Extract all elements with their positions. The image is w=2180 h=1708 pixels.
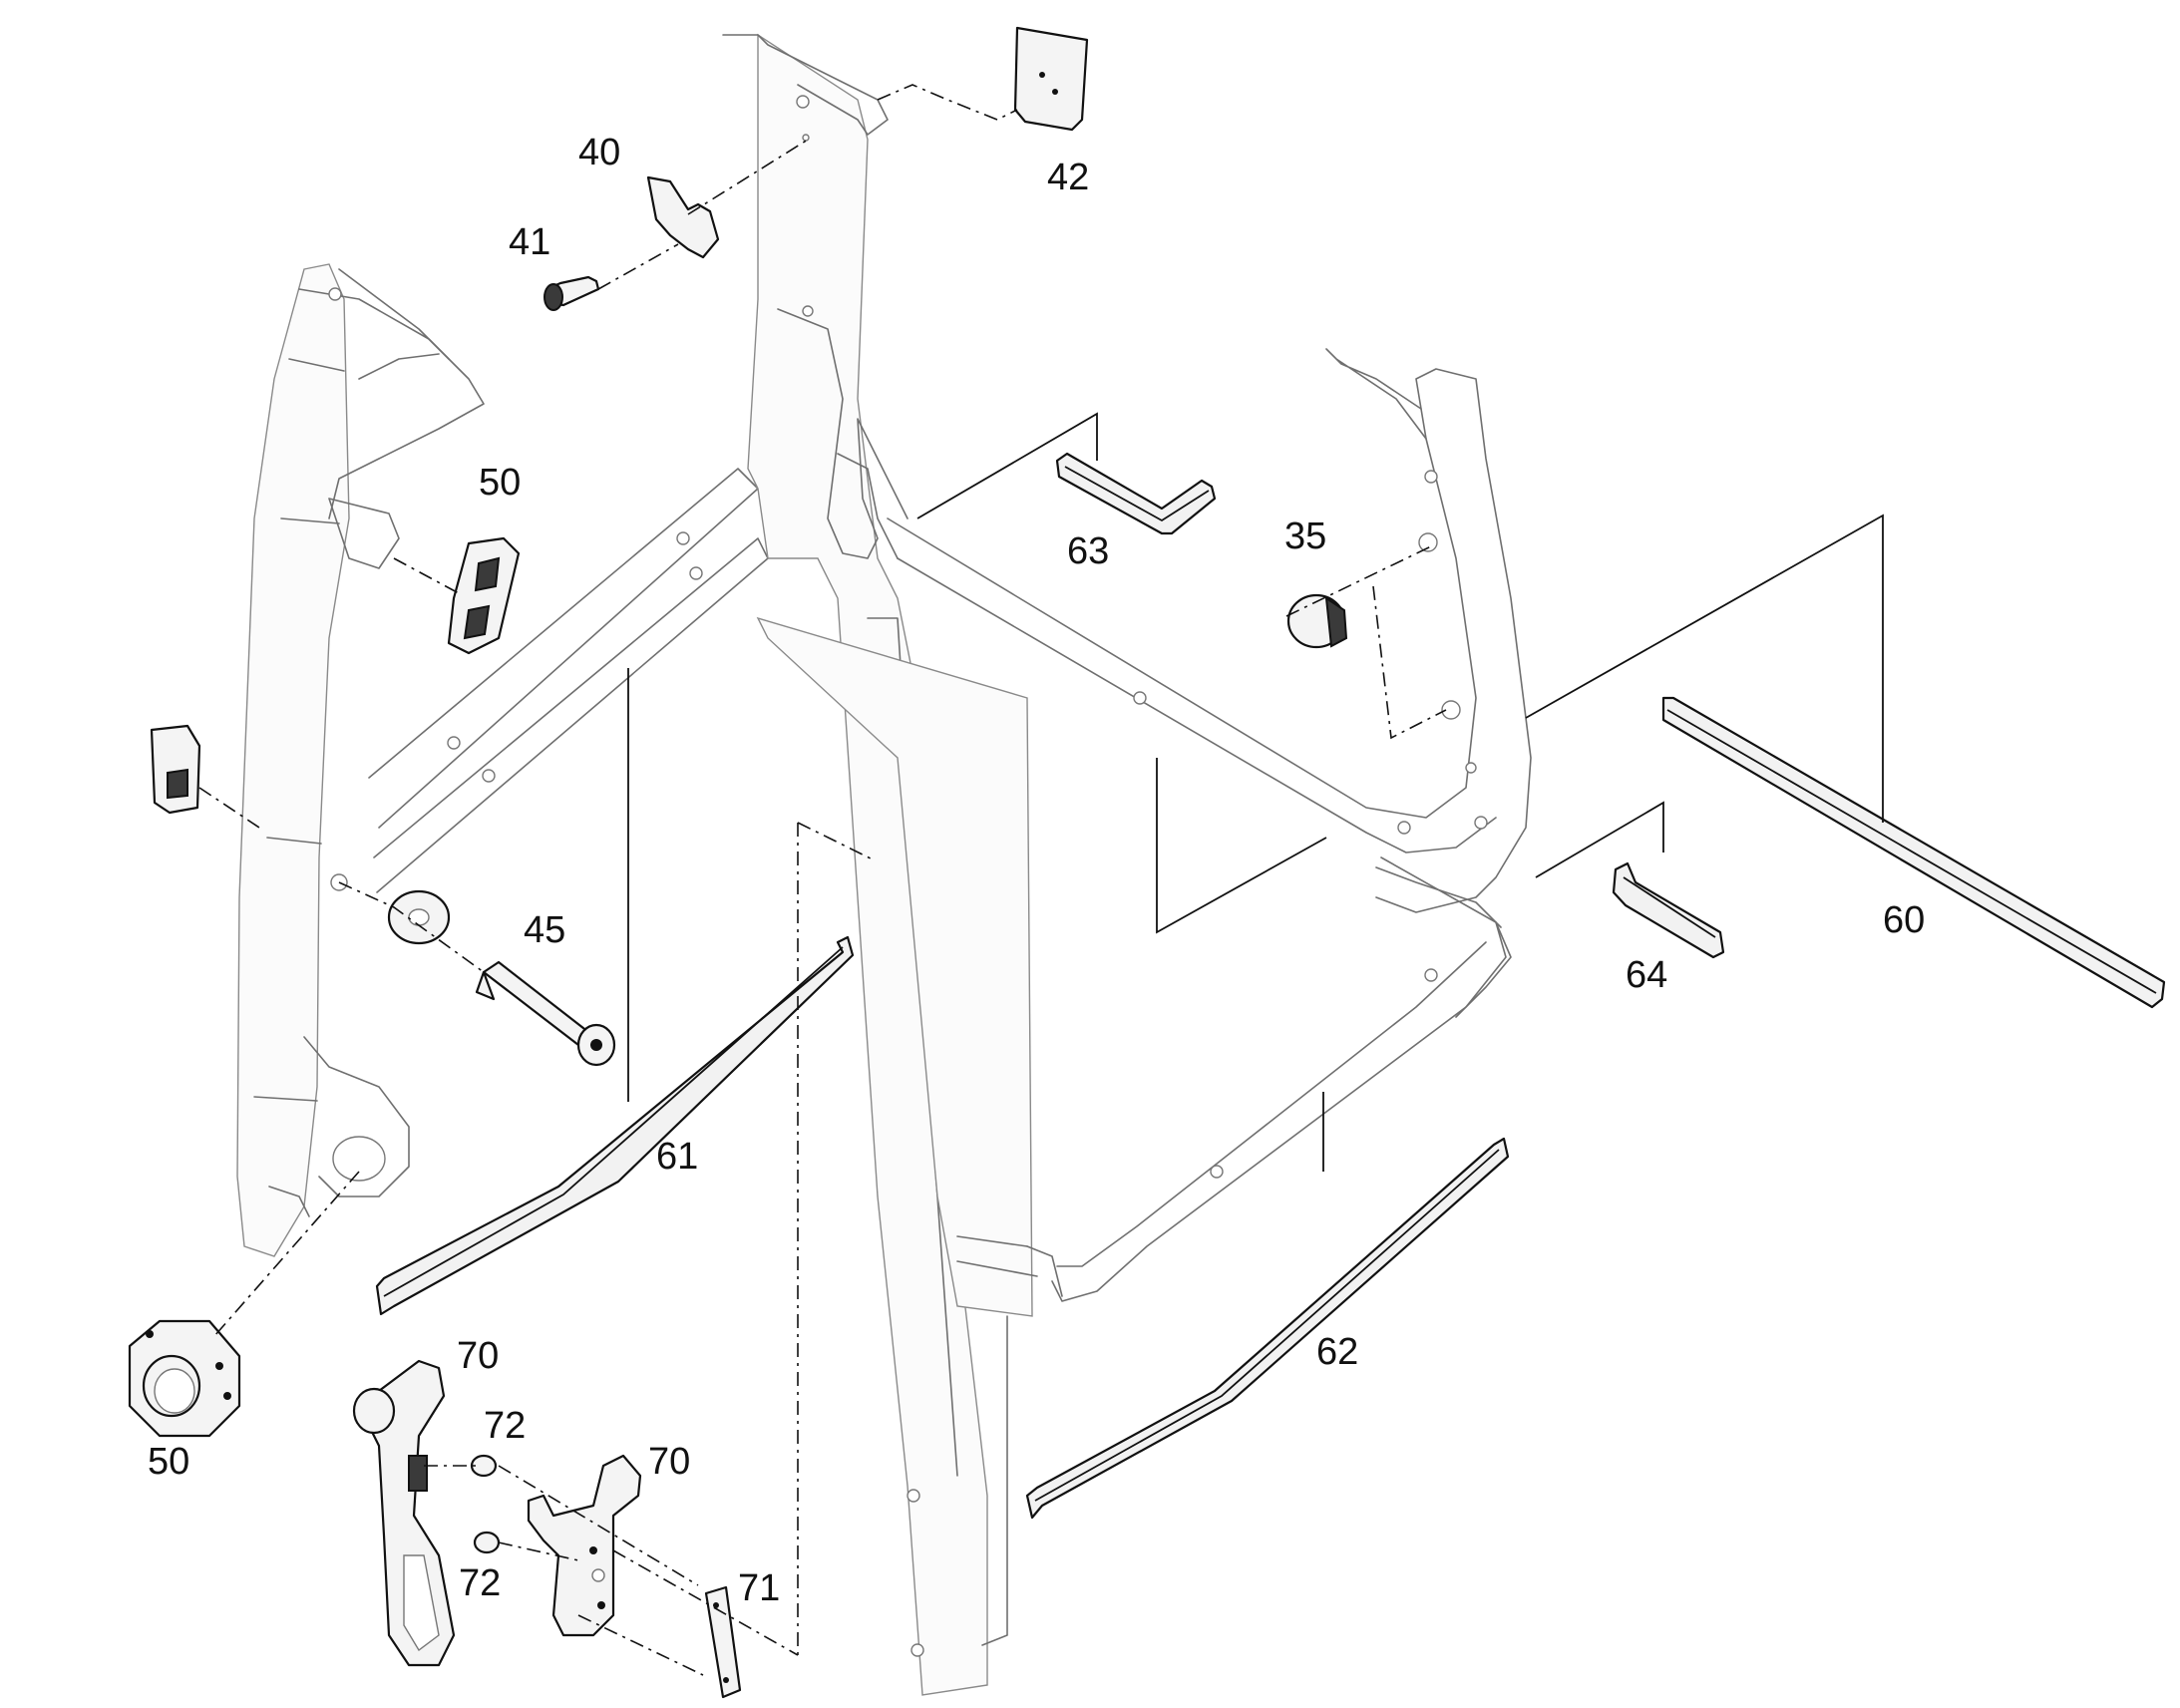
- part-42-square-plate: [1013, 26, 1089, 132]
- part-71-flat-plate: [704, 1585, 742, 1699]
- part-72-screw-upper: [470, 1454, 498, 1478]
- part-40-hook-bracket: [646, 175, 720, 259]
- part-63-angle-strip: [1055, 452, 1217, 535]
- callout-41: 41: [509, 221, 550, 263]
- callout-72-lower: 72: [459, 1562, 501, 1604]
- part-45-bolt: [475, 960, 616, 1067]
- pivot-hole: [332, 1136, 386, 1182]
- part-72-screw-lower: [473, 1531, 501, 1554]
- small-rubber-pad: [150, 724, 201, 815]
- callout-63: 63: [1067, 530, 1109, 572]
- part-35-round-plug: [1286, 593, 1348, 649]
- part-62-bent-strip: [1025, 1137, 1510, 1520]
- part-70-handle: [352, 1359, 456, 1667]
- part-61-bent-strip: [375, 935, 855, 1316]
- part-70-holder-bracket: [527, 1454, 642, 1637]
- callout-70-bracket: 70: [648, 1441, 690, 1483]
- callout-61: 61: [656, 1136, 698, 1178]
- callout-50-upper: 50: [479, 462, 521, 504]
- callout-40: 40: [578, 132, 620, 173]
- callout-50-lower: 50: [148, 1441, 189, 1483]
- callout-64: 64: [1626, 954, 1667, 996]
- callout-labels: 40 41 42 50 63 35 45 60 64 61 62 70 72 7…: [148, 132, 1925, 1609]
- diagonal-cross-brace: [368, 468, 769, 893]
- part-50-pivot-boss: [128, 1319, 241, 1438]
- part-64-angle-strip: [1612, 861, 1725, 959]
- callout-72-upper: 72: [484, 1405, 526, 1447]
- central-upright-post: [722, 33, 1033, 1696]
- part-50-slide-block: [447, 536, 521, 655]
- callout-60: 60: [1883, 899, 1925, 941]
- callout-70-handle: 70: [457, 1335, 499, 1377]
- callout-42: 42: [1047, 157, 1089, 198]
- callout-71: 71: [738, 1567, 780, 1609]
- callout-45: 45: [524, 909, 565, 951]
- left-upright-post: [236, 263, 485, 1257]
- part-41-screw: [544, 275, 600, 311]
- right-u-frame: [887, 348, 1532, 1302]
- callout-62: 62: [1316, 1331, 1358, 1373]
- part-45-washer: [387, 889, 451, 945]
- part-60-long-strip: [1661, 696, 2166, 1009]
- assembly-lines: [198, 84, 1884, 1676]
- callout-35: 35: [1284, 515, 1326, 557]
